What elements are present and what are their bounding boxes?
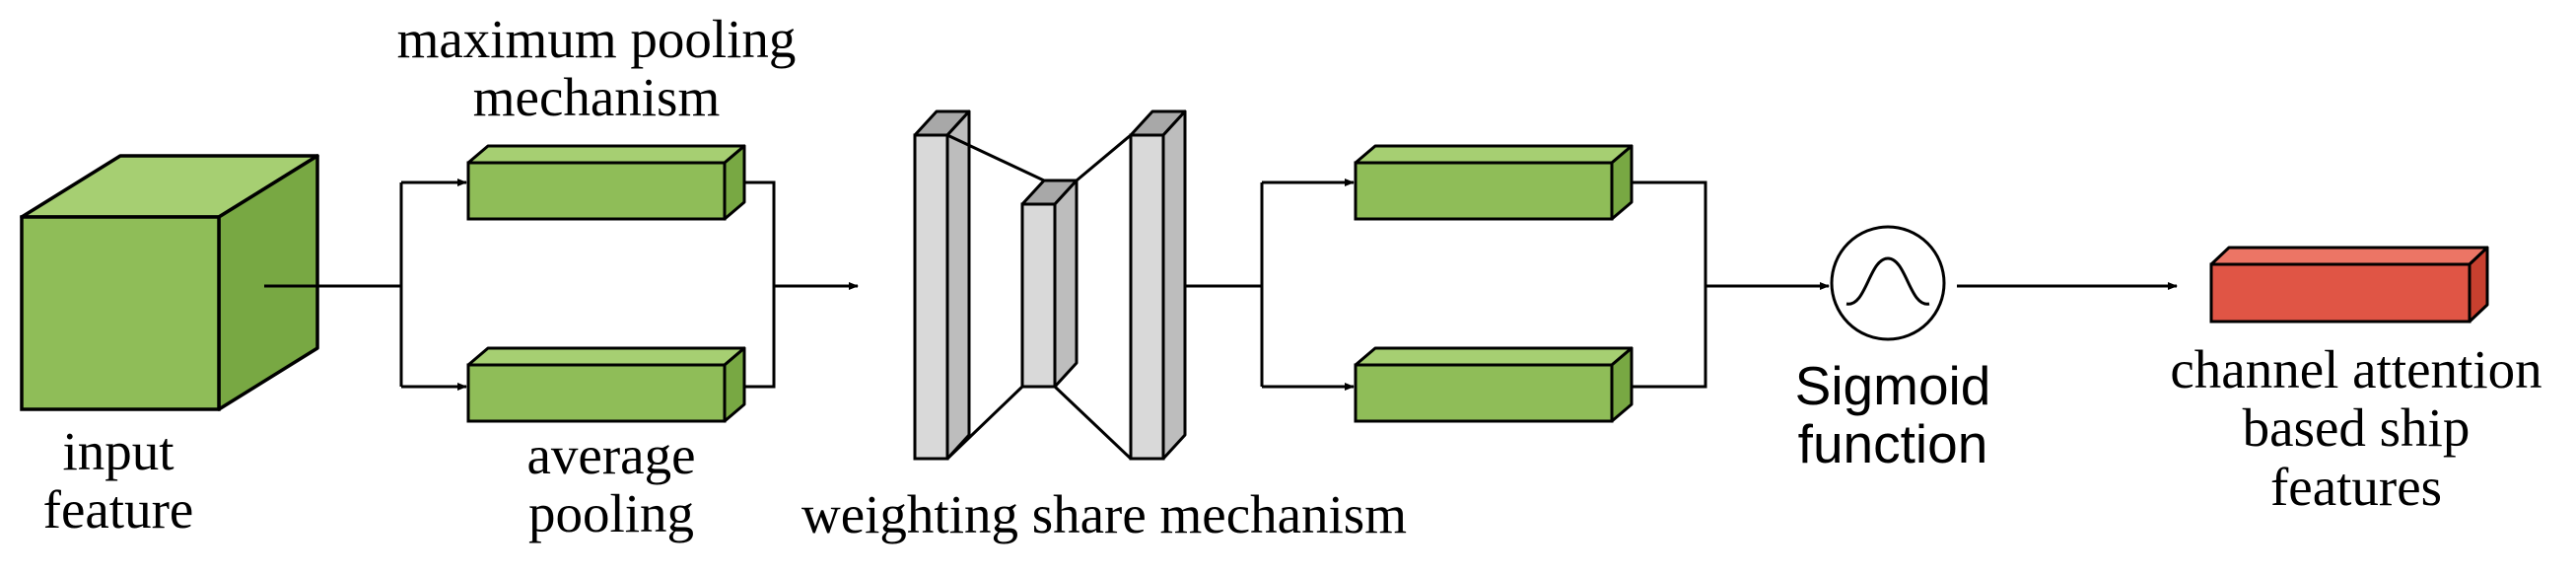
shared-layer-left [913, 109, 971, 461]
avg-pooling-label: average pooling [526, 425, 696, 544]
shared-layer-middle [1020, 179, 1079, 389]
input-feature-label: input feature [42, 421, 194, 540]
bottleneck-line-bottom-left [945, 385, 1024, 461]
output-label: channel attention based ship features [2170, 339, 2542, 517]
bottleneck-line-top-right [1076, 133, 1132, 182]
merge-bracket-1 [744, 180, 776, 389]
bottleneck-line-bottom-right [1053, 385, 1133, 461]
input-feature-cube [20, 154, 319, 411]
max-pooling-label: maximum pooling mechanism [396, 9, 797, 128]
bottleneck-line-top-left [946, 133, 1045, 182]
avg-pooling-bar [466, 346, 746, 423]
sigmoid-label: Sigmoid function [1794, 355, 1991, 475]
shared-layer-right [1129, 109, 1187, 461]
weight-share-label: weighting share mechanism [801, 484, 1407, 544]
output-feature-bar [2209, 246, 2489, 324]
merge-bracket-2 [1632, 180, 1707, 389]
mlp-output-bar-bottom [1354, 346, 1634, 423]
max-pooling-bar [466, 144, 746, 221]
mlp-output-bar-top [1354, 144, 1634, 221]
sigmoid-symbol [1830, 225, 1946, 341]
